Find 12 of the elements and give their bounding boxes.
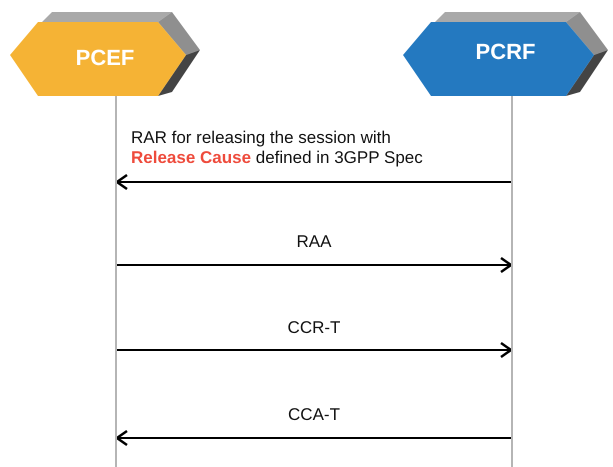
edge-label: RAR for releasing the session with Release Cause defined in 3GPP Spec: [131, 128, 424, 168]
entity-name: PCRF: [476, 39, 536, 65]
lifeline: [115, 96, 117, 467]
lifeline: [511, 96, 513, 467]
message-arrow: [117, 342, 512, 358]
edge-label: CCA-T: [287, 405, 341, 425]
message-arrow: [116, 430, 511, 446]
message-arrow: [117, 256, 512, 274]
message-arrow: [116, 174, 511, 190]
edge-label: CCR-T: [286, 318, 342, 338]
edge-label: RAA: [296, 232, 332, 252]
entity-name: PCEF: [76, 45, 134, 71]
